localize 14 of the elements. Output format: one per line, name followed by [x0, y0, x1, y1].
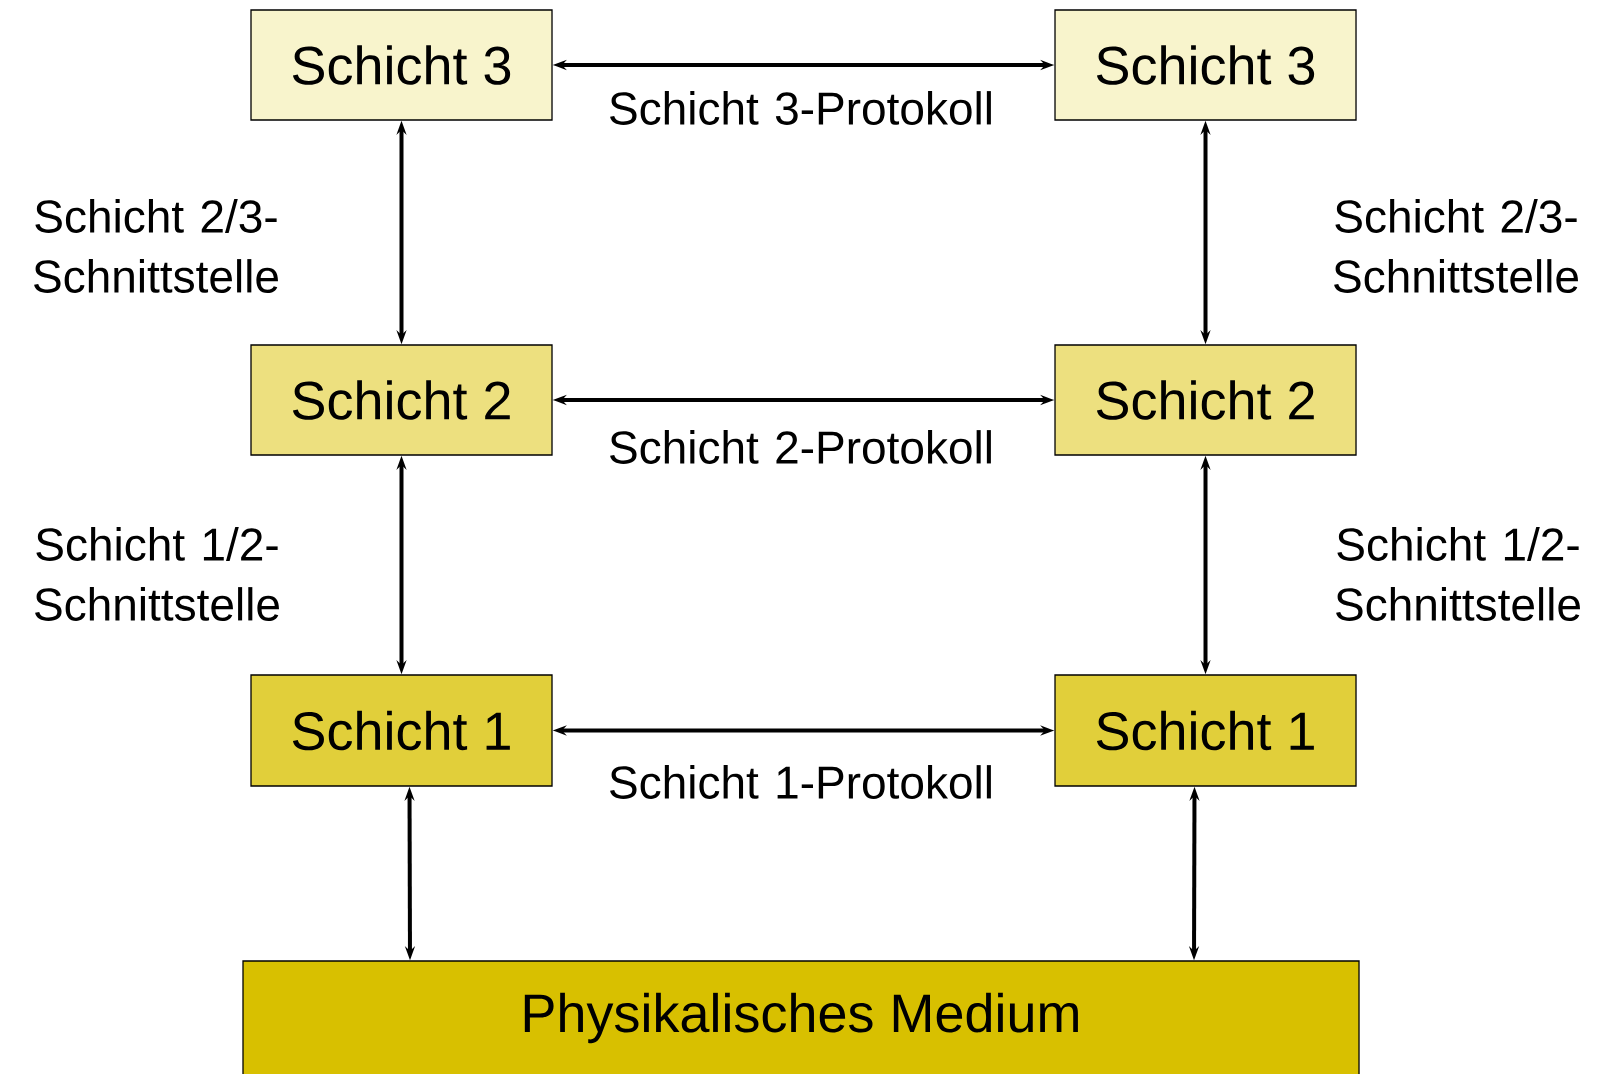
edge-label: Schicht 2/3-Schnittstelle [34, 199, 278, 293]
layer-box: Schicht 3 [1054, 9, 1357, 121]
edge-label: Schicht 2/3-Schnittstelle [1334, 199, 1578, 293]
layer-box: Schicht 2 [250, 344, 553, 456]
layer-box: Schicht 3 [250, 9, 553, 121]
layer-box: Schicht 1 [1054, 674, 1357, 787]
edge-label: Schicht 1/2-Schnittstelle [35, 527, 279, 621]
edge-label: Schicht 2-Protokoll [610, 430, 991, 464]
edge-label: Schicht 1/2-Schnittstelle [1336, 527, 1580, 621]
layer-box: Schicht 2 [1054, 344, 1357, 456]
layer-box: Schicht 1 [250, 674, 553, 787]
medium-box: Physikalisches Medium [242, 960, 1360, 1074]
edge-label: Schicht 1-Protokoll [610, 765, 991, 799]
edge-label: Schicht 3-Protokoll [610, 91, 991, 125]
